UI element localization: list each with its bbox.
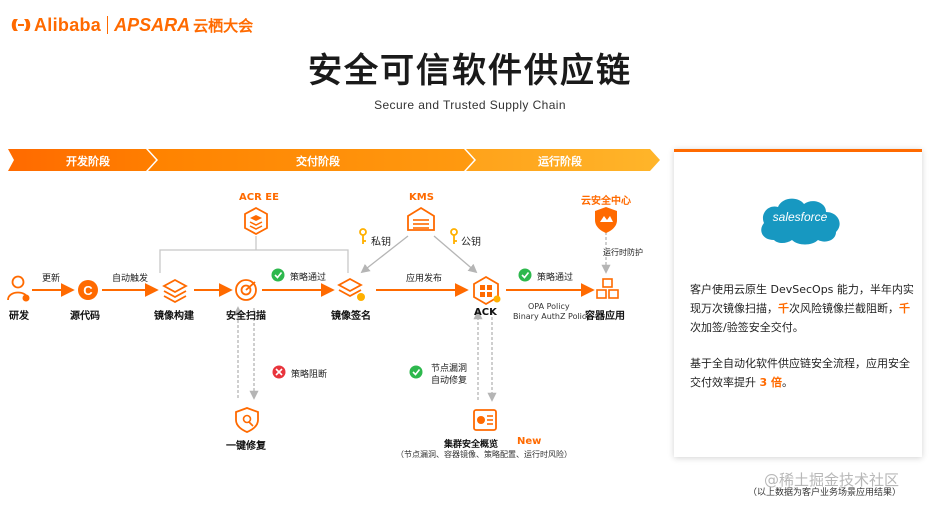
edge-policy-block-label: 策略阻断 <box>291 370 328 380</box>
acr-ee-icon <box>244 206 268 236</box>
card-p1-a: 客户使用云原生 DevSecOps 能力，半年内实现万次镜像扫描， <box>690 283 914 315</box>
edge-update-label: 更新 <box>42 274 61 284</box>
card-p1-k2: 千 <box>899 302 910 315</box>
card-paragraph-1: 客户使用云原生 DevSecOps 能力，半年内实现万次镜像扫描，千次风险镜像拦… <box>690 280 914 337</box>
node-overview-label: 集群安全概览 <box>444 440 499 450</box>
node-cloud-security-label: 云安全中心 <box>581 196 631 207</box>
watermark: @稀土掘金技术社区 <box>764 471 900 489</box>
image-build-icon <box>162 278 188 304</box>
card-p1-k1: 千 <box>778 302 789 315</box>
card-p1-c: 次加签/验签安全交付。 <box>690 321 804 334</box>
page-subtitle: Secure and Trusted Supply Chain <box>374 98 566 112</box>
edge-private-key-label: 私钥 <box>371 237 391 248</box>
node-scan-label: 安全扫描 <box>226 311 266 322</box>
phase-dev: 开发阶段 <box>66 155 110 168</box>
footnote: （以上数据为客户业务场景应用结果） <box>748 488 902 498</box>
node-fix-label: 一键修复 <box>226 441 266 452</box>
alibaba-cloud-logo: Alibaba APSARA 云栖大会 <box>10 13 253 37</box>
cluster-overview-icon <box>473 409 497 431</box>
cloud-security-icon <box>595 207 617 233</box>
container-app-icon <box>596 278 619 299</box>
edge-opa-2: Binary AuthZ Policy <box>513 312 592 321</box>
edge-runtime-protect-label: 运行时防护 <box>603 248 643 257</box>
phase-run-shape <box>466 149 660 171</box>
edge-public-key-label: 公钥 <box>461 237 481 248</box>
check-icon-policy-pass-2 <box>518 268 532 282</box>
logo-divider <box>107 16 109 34</box>
phase-delivery-shape <box>148 149 474 171</box>
node-dev-label: 研发 <box>9 311 29 322</box>
card-paragraph-2: 基于全自动化软件供应链安全流程，应用安全交付效率提升 3 倍。 <box>690 354 914 392</box>
overview-new-badge: New <box>517 436 542 447</box>
arrow-kms-sign <box>360 235 409 274</box>
ack-icon <box>473 275 501 306</box>
node-kms-label: KMS <box>409 192 434 203</box>
card-p2-b: 。 <box>781 376 793 389</box>
one-click-fix-icon <box>235 407 259 433</box>
arrow-kms-ack <box>433 235 478 274</box>
logo-brand: Alibaba <box>34 14 102 35</box>
phase-delivery: 交付阶段 <box>296 155 340 168</box>
node-ack-label: ACK <box>474 307 497 318</box>
node-source-label: 源代码 <box>70 311 100 322</box>
edge-node-patch-1: 节点漏洞 <box>431 364 468 374</box>
node-build-label: 镜像构建 <box>154 311 194 322</box>
edge-policy-pass-label: 策略通过 <box>290 273 327 283</box>
edge-policy-pass-2-label: 策略通过 <box>537 273 574 283</box>
salesforce-logo <box>761 198 840 245</box>
phase-bar <box>8 149 660 171</box>
block-icon-policy <box>272 365 286 379</box>
salesforce-brand: salesforce <box>772 210 828 224</box>
edge-node-patch-2: 自动修复 <box>431 376 468 386</box>
customer-case-card: salesforce 客户使用云原生 DevSecOps 能力，半年内实现万次镜… <box>674 149 922 457</box>
kms-icon <box>407 206 435 231</box>
card-p1-b: 次风险镜像拦截阻断， <box>789 302 899 315</box>
node-app-label: 容器应用 <box>585 311 625 322</box>
private-key-icon <box>359 228 367 244</box>
acr-bracket <box>159 249 349 273</box>
logo-event: APSARA <box>114 14 191 35</box>
node-acr-label: ACR EE <box>239 192 279 203</box>
edge-opa-1: OPA Policy <box>528 302 570 311</box>
logo-cn: 云栖大会 <box>193 16 254 35</box>
phase-dev-shape <box>8 149 156 171</box>
card-p2-a: 基于全自动化软件供应链安全流程，应用安全交付效率提升 <box>690 357 910 389</box>
node-sign-label: 镜像签名 <box>331 311 371 322</box>
image-sign-icon <box>337 277 365 301</box>
edge-release-label: 应用发布 <box>406 274 443 284</box>
public-key-icon <box>450 228 458 244</box>
check-icon-policy-pass <box>271 268 285 282</box>
developer-icon <box>7 275 30 302</box>
card-p2-k: 3 倍 <box>759 376 782 389</box>
phase-run: 运行阶段 <box>538 155 582 168</box>
check-icon-node-patch <box>409 365 423 379</box>
security-scan-icon <box>235 279 257 301</box>
overview-detail: （节点漏洞、容器镜像、策略配置、运行时风险） <box>396 450 572 459</box>
svg-text:C: C <box>83 283 93 298</box>
source-code-icon: C <box>78 280 98 300</box>
alibaba-logo-icon <box>10 14 32 36</box>
edge-auto-trigger-label: 自动触发 <box>112 274 149 284</box>
page-title: 安全可信软件供应链 <box>308 51 632 91</box>
